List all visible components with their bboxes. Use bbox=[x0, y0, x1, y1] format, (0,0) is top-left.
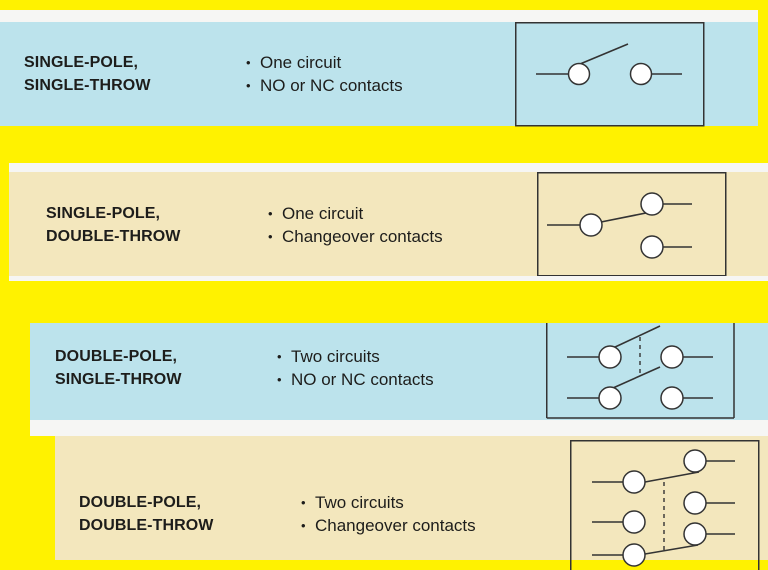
spst-symbol-icon bbox=[515, 22, 705, 127]
panel-bottom-strip bbox=[9, 276, 768, 281]
bullet-item: Changeover contacts bbox=[301, 514, 476, 537]
panel-bottom-strip bbox=[30, 420, 768, 436]
dpst-symbol-icon bbox=[546, 323, 735, 419]
bullet-item: Two circuits bbox=[301, 491, 476, 514]
spdt-title: SINGLE-POLE, DOUBLE-THROW bbox=[46, 205, 181, 245]
dpdt-title: DOUBLE-POLE, DOUBLE-THROW bbox=[79, 494, 214, 534]
spdt-symbol-icon bbox=[537, 172, 727, 277]
dpdt-bullets: Two circuits Changeover contacts bbox=[301, 491, 476, 537]
spdt-panel: SINGLE-POLE, DOUBLE-THROW One circuit Ch… bbox=[9, 172, 768, 277]
panel-top-strip bbox=[9, 163, 768, 172]
bullet-item: One circuit bbox=[268, 202, 443, 225]
spst-title: SINGLE-POLE, SINGLE-THROW bbox=[24, 54, 151, 94]
spdt-bullets: One circuit Changeover contacts bbox=[268, 202, 443, 248]
bullet-item: Two circuits bbox=[277, 345, 434, 368]
bullet-item: Changeover contacts bbox=[268, 225, 443, 248]
dpst-bullets: Two circuits NO or NC contacts bbox=[277, 345, 434, 391]
spst-panel: SINGLE-POLE, SINGLE-THROW One circuit NO… bbox=[0, 22, 758, 127]
bullet-item: One circuit bbox=[246, 51, 403, 74]
dpdt-symbol-icon bbox=[570, 440, 760, 570]
spst-bullets: One circuit NO or NC contacts bbox=[246, 51, 403, 97]
panel-top-strip bbox=[0, 10, 758, 22]
bullet-item: NO or NC contacts bbox=[277, 368, 434, 391]
bullet-item: NO or NC contacts bbox=[246, 74, 403, 97]
dpst-title: DOUBLE-POLE, SINGLE-THROW bbox=[55, 348, 182, 388]
dpdt-panel: DOUBLE-POLE, DOUBLE-THROW Two circuits C… bbox=[55, 436, 768, 570]
dpst-panel: DOUBLE-POLE, SINGLE-THROW Two circuits N… bbox=[30, 323, 768, 420]
